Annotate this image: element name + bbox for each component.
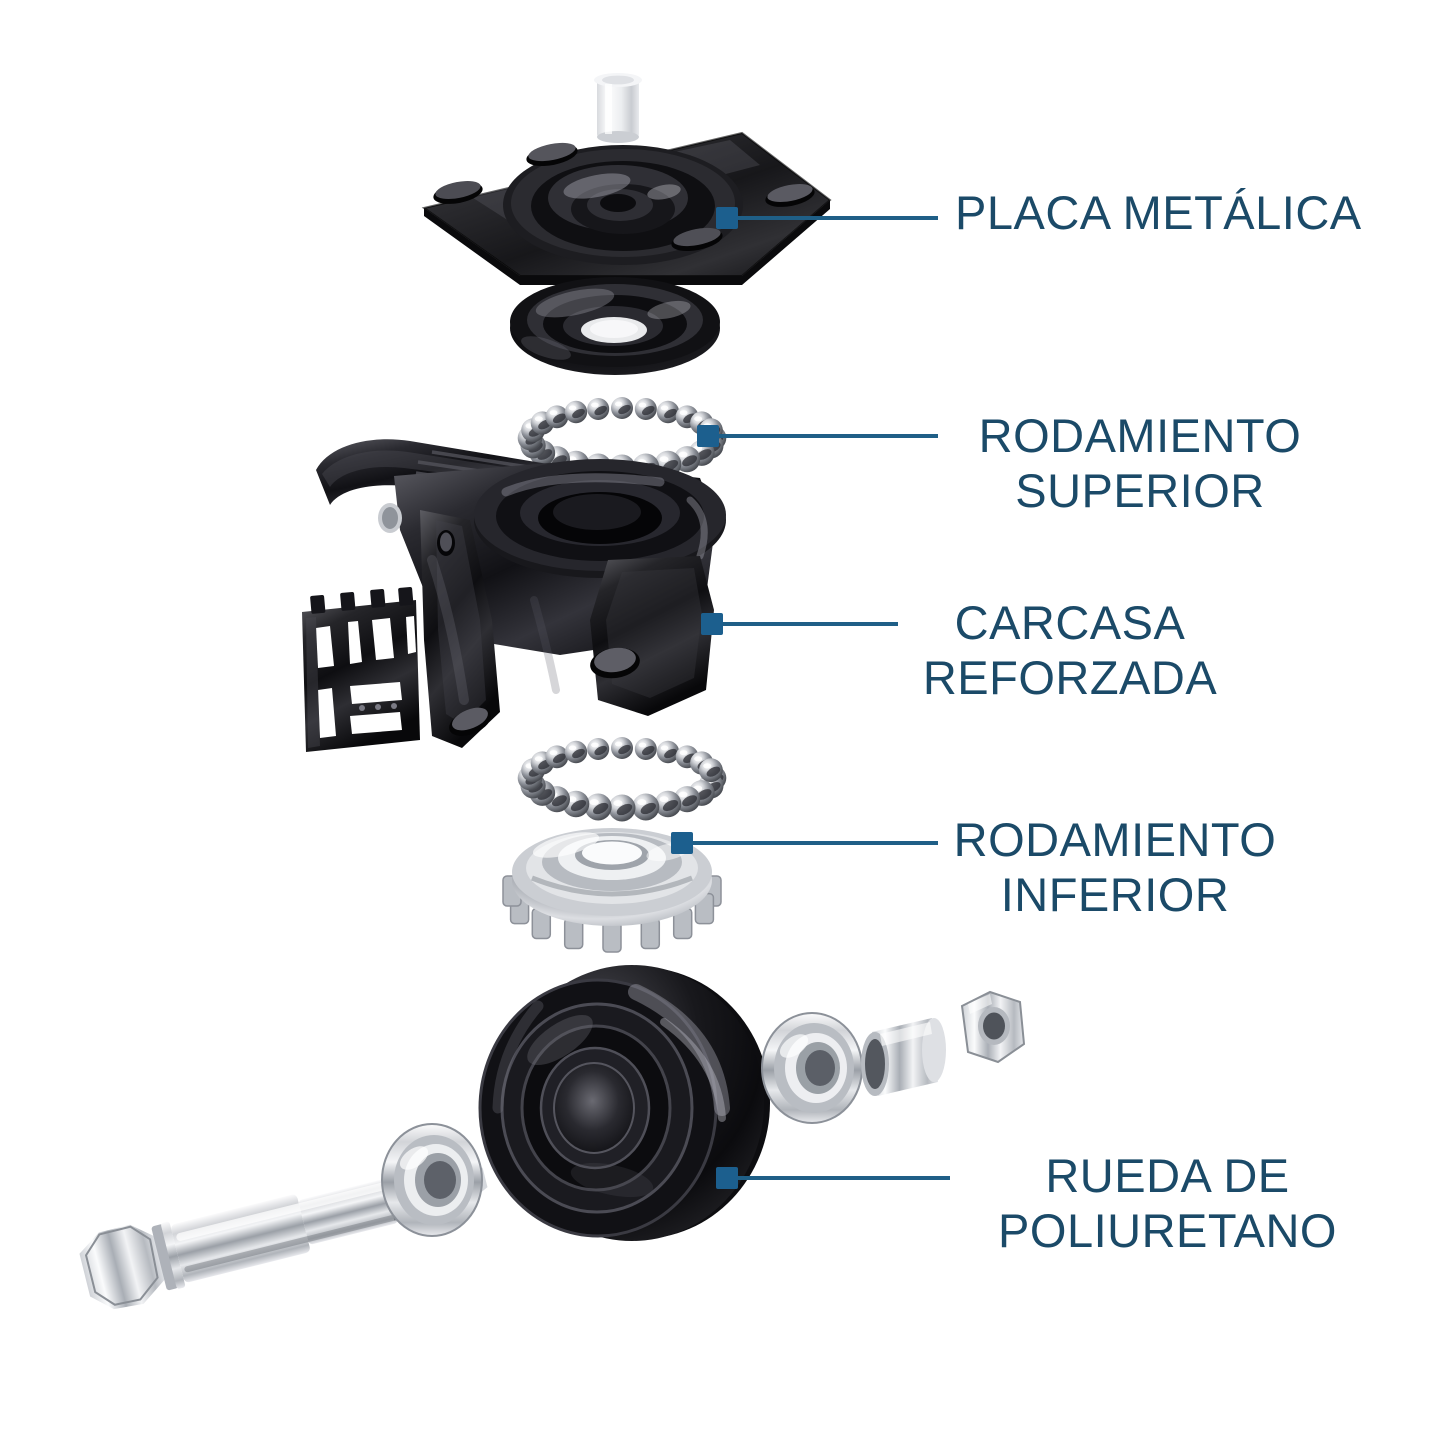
race-washer-tooth [602, 921, 622, 953]
callout-marker-rodamiento-inferior [671, 832, 693, 854]
part-spacer-sleeve [861, 1018, 946, 1096]
bearing-ball [564, 740, 588, 764]
callout-marker-rodamiento-superior [697, 425, 719, 447]
bearing-ball [634, 738, 657, 760]
callout-leader-lines [671, 207, 950, 1189]
part-lower-ball-ring [517, 737, 727, 822]
bearing-ball [634, 398, 657, 420]
bearing-ball [611, 737, 633, 759]
part-brake-clip [302, 586, 420, 752]
callout-leader-carcasa-reforzada [701, 613, 898, 635]
part-kingpin-rivet [594, 73, 642, 143]
bearing-ball [611, 397, 633, 419]
bearing-ball [584, 793, 612, 821]
bearing-ball [654, 790, 682, 818]
part-lower-race-washer [502, 828, 722, 953]
bearing-ball [564, 400, 588, 424]
bearing-ball [699, 758, 723, 783]
bearing-ball [632, 793, 660, 821]
part-bearing-right [761, 1012, 863, 1124]
part-hex-nut [960, 990, 1026, 1064]
callout-leader-placa-metalica [716, 207, 938, 229]
callout-leader-rueda-de-poliuretano [716, 1167, 950, 1189]
callout-label-rodamiento-superior: RODAMIENTO SUPERIOR [978, 409, 1302, 518]
bearing-ball [587, 738, 610, 760]
part-top-mounting-plate [421, 131, 832, 285]
callout-label-rueda-de-poliuretano: RUEDA DE POLIURETANO [998, 1149, 1337, 1258]
part-bearing-left [381, 1123, 483, 1237]
bearing-ball [608, 794, 636, 822]
callout-label-carcasa-reforzada: CARCASA REFORZADA [922, 596, 1218, 705]
bearing-ball [587, 398, 610, 420]
callout-leader-rodamiento-superior [697, 425, 938, 447]
bearing-ball [656, 740, 680, 764]
callout-label-placa-metalica: PLACA METÁLICA [955, 186, 1362, 239]
callout-marker-carcasa-reforzada [701, 613, 723, 635]
callout-marker-rueda-de-poliuretano [716, 1167, 738, 1189]
callout-label-rodamiento-inferior: RODAMIENTO INFERIOR [953, 813, 1277, 922]
callout-leader-rodamiento-inferior [671, 832, 938, 854]
plate-mounting-holes [433, 142, 815, 251]
callout-marker-placa-metalica [716, 207, 738, 229]
part-swivel-race-cup [510, 277, 720, 375]
part-caster-housing [316, 439, 726, 748]
part-polyurethane-wheel [478, 965, 770, 1241]
bearing-ball [545, 405, 569, 429]
bearing-ball [656, 400, 680, 424]
bearing-ball [545, 745, 569, 769]
